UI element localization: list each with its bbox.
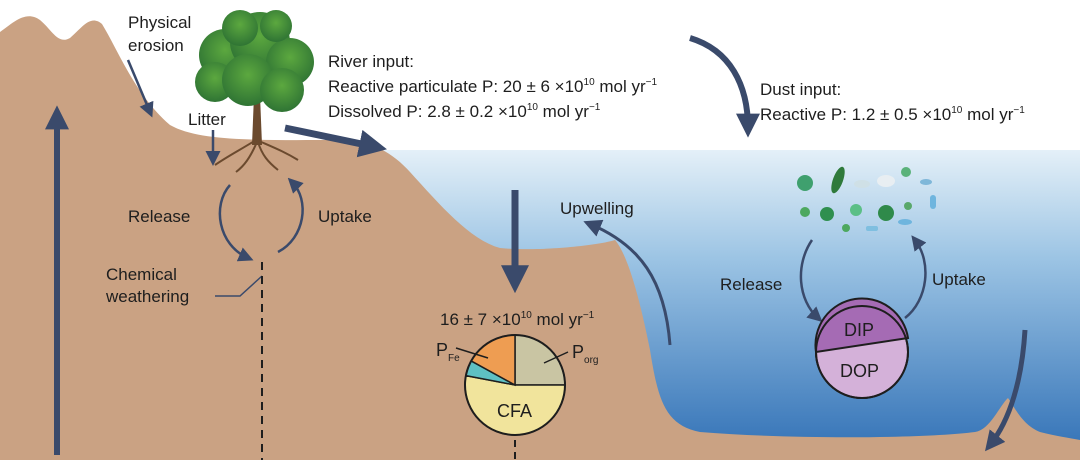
land-uptake-label: Uptake bbox=[318, 207, 372, 226]
upwelling-label: Upwelling bbox=[560, 199, 634, 218]
dip-dop-pool bbox=[815, 298, 908, 398]
physical-label: Physical bbox=[128, 13, 191, 32]
dust-input-arrow bbox=[690, 38, 748, 128]
dust-reactive-flux: Reactive P: 1.2 ± 0.5 ×1010 mol yr−1 bbox=[760, 105, 1025, 124]
ocean-uptake-label: Uptake bbox=[932, 270, 986, 289]
weathering-label: weathering bbox=[105, 287, 189, 306]
dust-input-title: Dust input: bbox=[760, 80, 841, 99]
dop-label: DOP bbox=[840, 361, 879, 381]
burial-flux: 16 ± 7 ×1010 mol yr−1 bbox=[440, 310, 595, 329]
dip-label: DIP bbox=[844, 320, 874, 340]
ocean-release-label: Release bbox=[720, 275, 782, 294]
erosion-label: erosion bbox=[128, 36, 184, 55]
land-release-label: Release bbox=[128, 207, 190, 226]
chemical-label: Chemical bbox=[106, 265, 177, 284]
cfa-label: CFA bbox=[497, 401, 532, 421]
river-particulate-flux: Reactive particulate P: 20 ± 6 ×1010 mol… bbox=[328, 77, 657, 96]
litter-label: Litter bbox=[188, 110, 226, 129]
river-dissolved-flux: Dissolved P: 2.8 ± 0.2 ×1010 mol yr−1 bbox=[328, 102, 601, 121]
river-input-title: River input: bbox=[328, 52, 414, 71]
